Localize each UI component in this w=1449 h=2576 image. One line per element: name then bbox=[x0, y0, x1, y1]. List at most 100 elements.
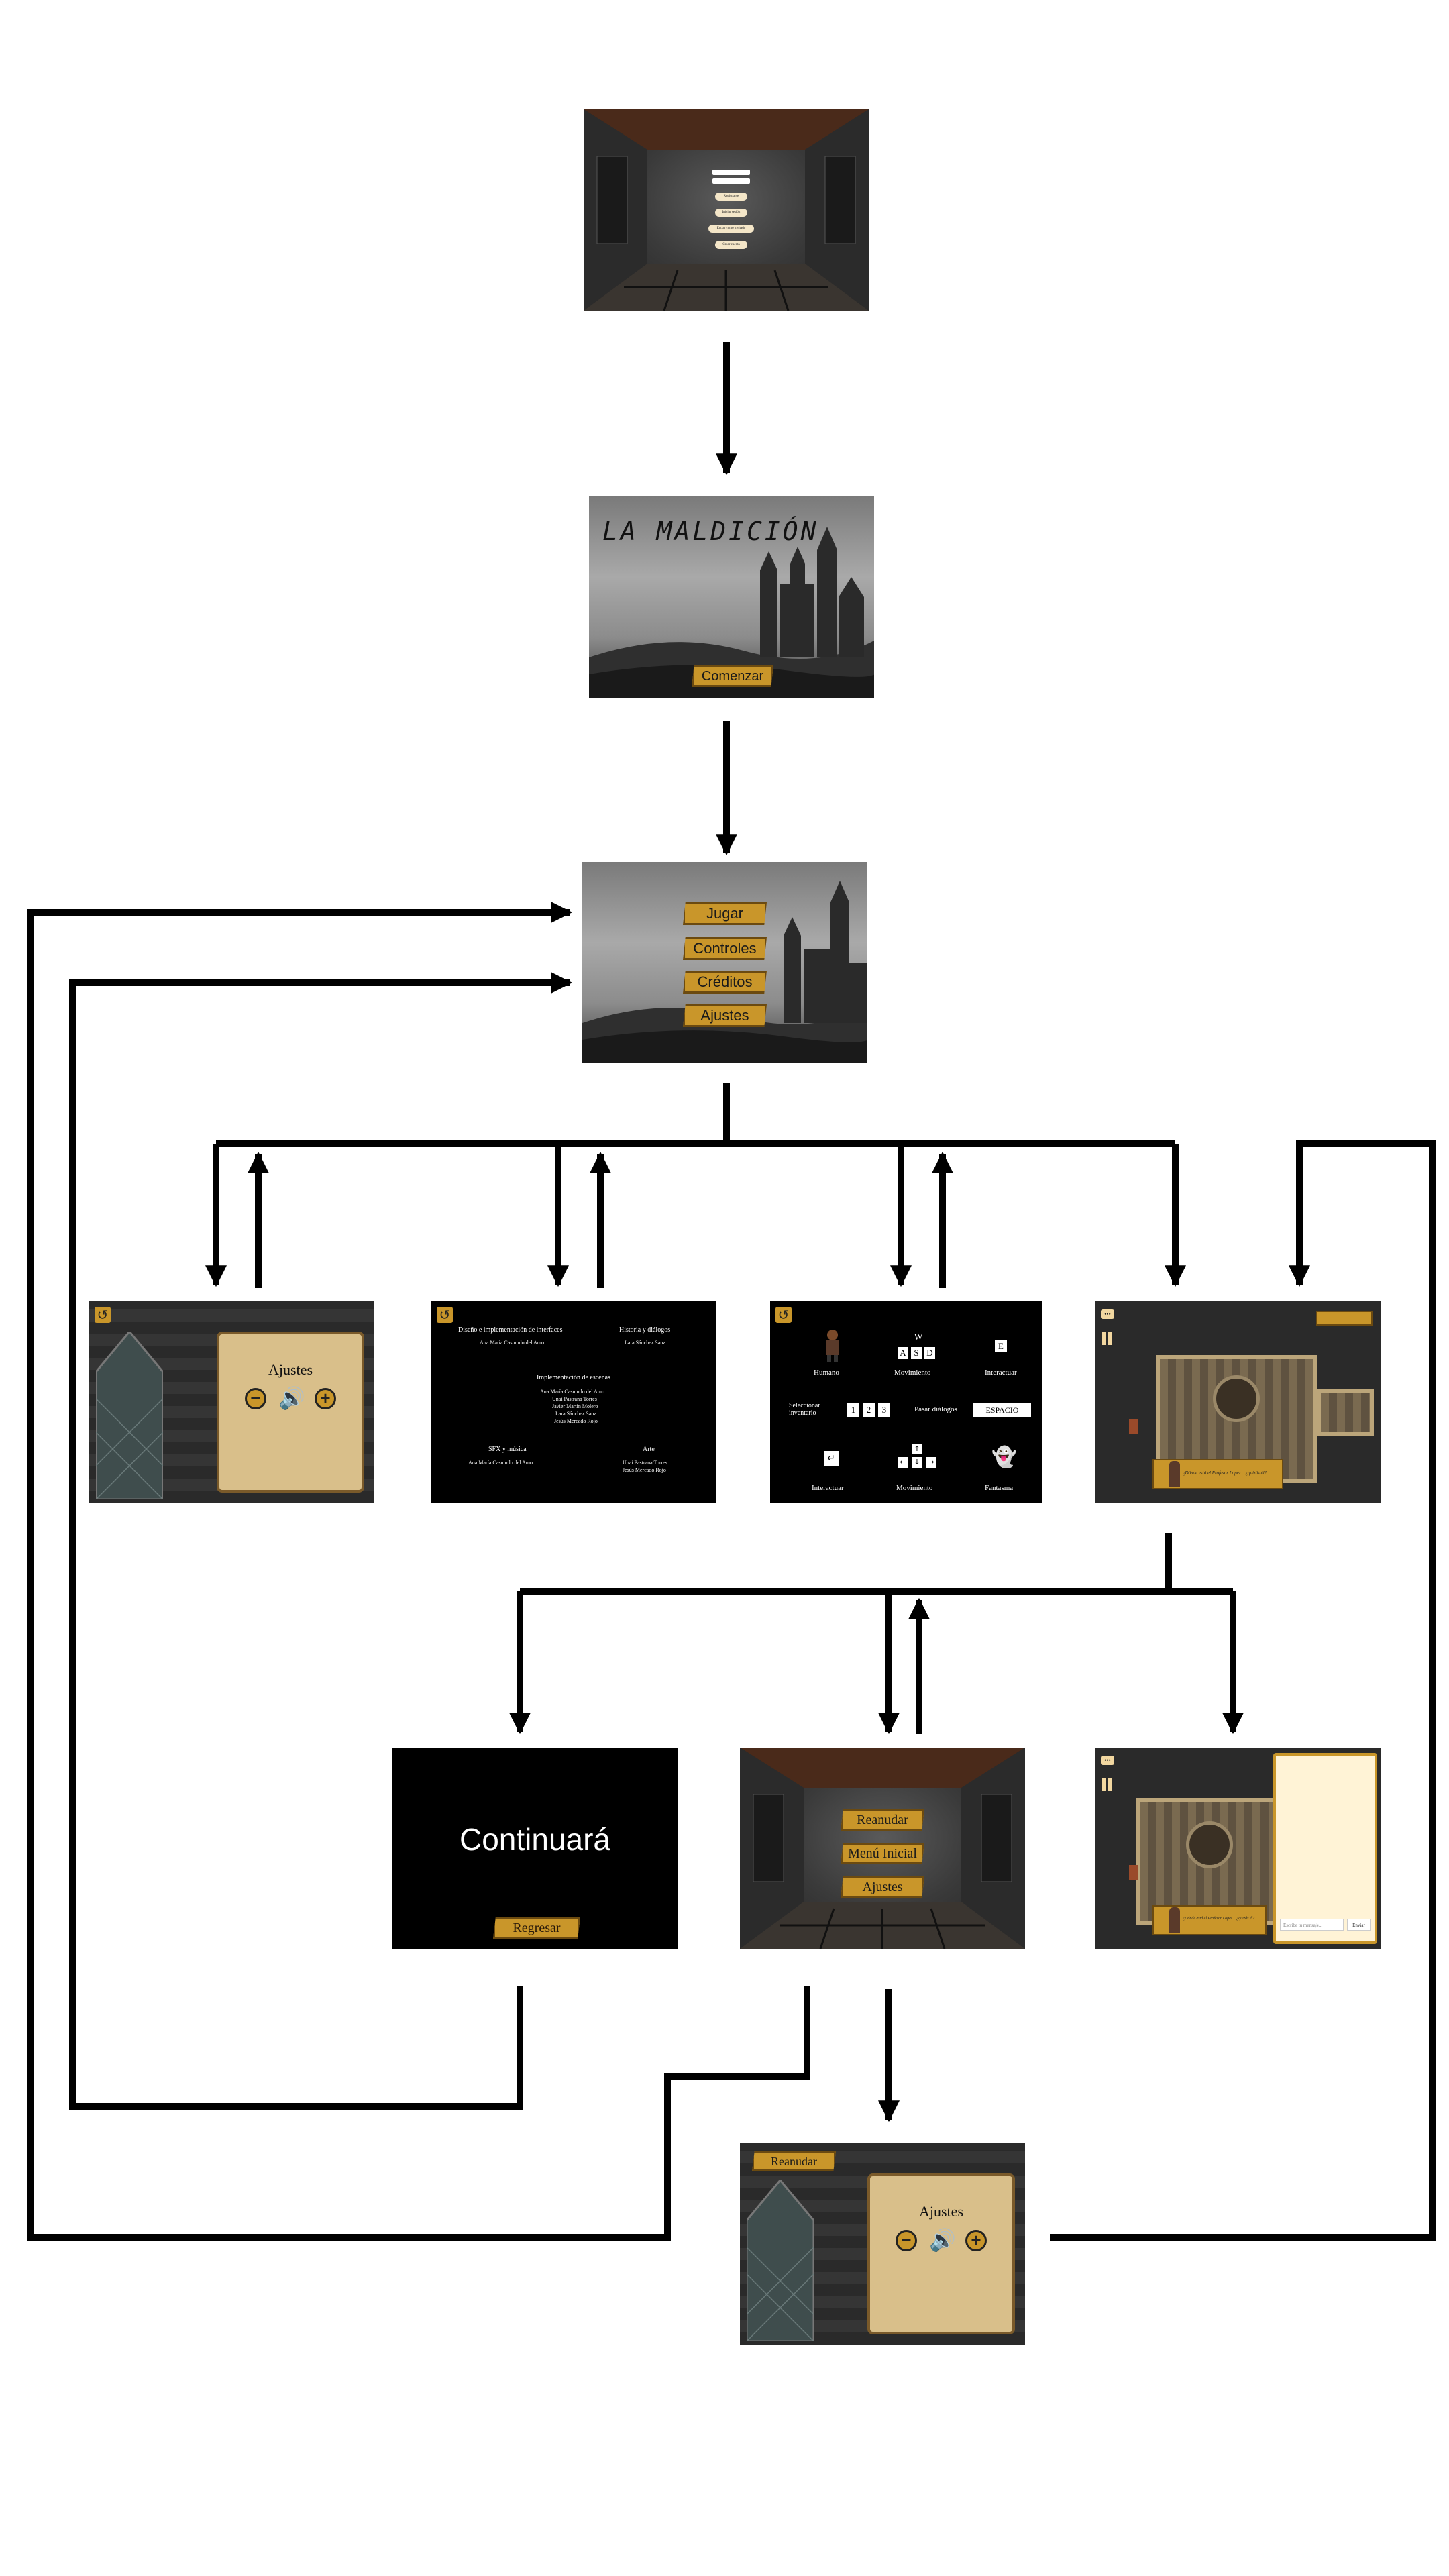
pause-icon[interactable] bbox=[1102, 1778, 1112, 1791]
resume-button[interactable]: Reanudar bbox=[752, 2151, 836, 2171]
chat-input[interactable]: Escribe tu mensaje... bbox=[1280, 1919, 1344, 1931]
login-btn-register[interactable]: Registrarse bbox=[715, 193, 747, 201]
rose-window bbox=[1213, 1375, 1260, 1422]
volume-up-button[interactable]: + bbox=[315, 1388, 336, 1409]
login-btn-guest[interactable]: Entrar como invitado bbox=[708, 225, 754, 233]
human-character-icon bbox=[826, 1330, 839, 1362]
arrow-ending-to-menu bbox=[69, 971, 573, 2110]
title-screen: LA MALDICIÓN Comenzar bbox=[589, 496, 874, 698]
castle-art bbox=[582, 881, 867, 1063]
start-button[interactable]: Comenzar bbox=[692, 665, 773, 687]
chat-send-button[interactable]: Enviar bbox=[1347, 1919, 1371, 1931]
credits-heading: Historia y diálogos bbox=[619, 1326, 671, 1334]
back-icon[interactable]: ↺ bbox=[775, 1307, 792, 1323]
ghost-icon: 👻 bbox=[991, 1446, 1017, 1469]
back-icon[interactable]: ↺ bbox=[437, 1307, 453, 1323]
menu-btn-play[interactable]: Jugar bbox=[683, 902, 767, 925]
credits-name: Lara Sánchez Sanz bbox=[555, 1411, 596, 1417]
corridor-art bbox=[740, 1748, 1025, 1949]
player-character bbox=[1169, 1907, 1180, 1933]
arrow-pause-settings-to-game bbox=[1050, 1140, 1436, 2241]
login-username-field[interactable] bbox=[712, 170, 750, 175]
pause-menu-screen: Reanudar Menú Inicial Ajustes bbox=[740, 1748, 1025, 1949]
rose-window bbox=[1186, 1821, 1233, 1868]
credits-name: Jesús Mercado Rojo bbox=[623, 1467, 666, 1473]
back-to-menu-button[interactable]: Regresar bbox=[493, 1917, 580, 1939]
credits-heading: Implementación de escenas bbox=[537, 1374, 610, 1381]
credits-name: Ana María Casmudo del Amo bbox=[468, 1460, 533, 1466]
speaker-icon: 🔊 bbox=[278, 1385, 305, 1411]
ending-text: Continuará bbox=[459, 1822, 611, 1857]
key-2: 2 bbox=[863, 1403, 875, 1417]
player-character bbox=[1169, 1461, 1180, 1487]
door-left bbox=[1129, 1865, 1138, 1880]
pause-btn-main-menu[interactable]: Menú Inicial bbox=[841, 1843, 924, 1864]
settings-title: Ajustes bbox=[919, 2203, 963, 2220]
credits-heading: Arte bbox=[643, 1446, 655, 1453]
key-e: E bbox=[995, 1340, 1007, 1352]
login-screen: Registrarse Iniciar sesión Entrar como i… bbox=[584, 109, 869, 311]
dialog-text: ¿Dónde está el Profesor Lopez... ¿quizás… bbox=[1183, 1470, 1267, 1476]
credits-screen: ↺ Diseño e implementación de interfaces … bbox=[431, 1301, 716, 1503]
credits-name: Ana María Casmudo del Amo bbox=[480, 1340, 544, 1346]
pause-btn-resume[interactable]: Reanudar bbox=[841, 1809, 924, 1831]
credits-name: Jesús Mercado Rojo bbox=[554, 1418, 598, 1424]
label-movement: Movimiento bbox=[894, 1368, 931, 1377]
gameplay-screen: ••• ¿Dónde está el Profesor Lopez... ¿qu… bbox=[1095, 1301, 1381, 1503]
gameplay-chat-screen: ••• ¿Dónde está el Profesor Lopez... ¿qu… bbox=[1095, 1748, 1381, 1949]
volume-down-button[interactable]: − bbox=[896, 2230, 917, 2251]
login-password-field[interactable] bbox=[712, 178, 750, 184]
settings-panel: Ajustes − 🔊 + bbox=[867, 2174, 1015, 2334]
pause-settings-screen: Reanudar Ajustes − 🔊 + bbox=[740, 2143, 1025, 2345]
key-enter: ↵ bbox=[824, 1451, 839, 1466]
settings-title: Ajustes bbox=[268, 1361, 313, 1378]
door-left bbox=[1129, 1419, 1138, 1434]
pause-btn-settings[interactable]: Ajustes bbox=[841, 1876, 924, 1898]
pause-icon[interactable] bbox=[1102, 1332, 1112, 1345]
menu-btn-settings[interactable]: Ajustes bbox=[683, 1004, 767, 1027]
key-w: W bbox=[914, 1332, 923, 1342]
login-btn-login[interactable]: Iniciar sesión bbox=[715, 209, 747, 217]
arrow-pause-to-menu bbox=[27, 901, 810, 2241]
label-interact: Interactuar bbox=[985, 1368, 1017, 1377]
chat-icon[interactable]: ••• bbox=[1101, 1309, 1114, 1319]
key-a: A bbox=[898, 1347, 908, 1359]
credits-name: Javier Martín Molero bbox=[552, 1403, 598, 1409]
menu-btn-credits[interactable]: Créditos bbox=[683, 971, 767, 994]
credits-heading: SFX y música bbox=[488, 1446, 527, 1453]
credits-heading: Diseño e implementación de interfaces bbox=[458, 1326, 563, 1334]
key-s: S bbox=[911, 1347, 922, 1359]
key-up: ↑ bbox=[912, 1444, 922, 1454]
login-btn-create[interactable]: Crear cuenta bbox=[715, 241, 747, 249]
key-space: ESPACIO bbox=[973, 1403, 1031, 1417]
speaker-icon: 🔊 bbox=[929, 2227, 956, 2253]
volume-up-button[interactable]: + bbox=[965, 2230, 987, 2251]
credits-name: Ana María Casmudo del Amo bbox=[540, 1389, 604, 1395]
menu-bus bbox=[216, 1083, 1175, 1147]
credits-name: Unai Pastrana Torres bbox=[623, 1460, 667, 1466]
inventory-bar[interactable] bbox=[1316, 1311, 1373, 1326]
main-menu-screen: Jugar Controles Créditos Ajustes bbox=[582, 862, 867, 1063]
back-icon[interactable]: ↺ bbox=[95, 1307, 111, 1323]
chat-icon[interactable]: ••• bbox=[1101, 1756, 1114, 1765]
key-3: 3 bbox=[878, 1403, 890, 1417]
game-title: LA MALDICIÓN bbox=[602, 517, 819, 546]
window-art bbox=[747, 2180, 814, 2341]
volume-down-button[interactable]: − bbox=[245, 1388, 266, 1409]
game-bus bbox=[520, 1533, 1233, 1595]
label-movement-ghost: Movimiento bbox=[896, 1484, 933, 1492]
label-interact-ghost: Interactuar bbox=[812, 1484, 844, 1492]
corridor-art bbox=[584, 109, 869, 311]
controls-screen: ↺ Humano W A S D Movimiento E Interactua… bbox=[770, 1301, 1042, 1503]
credits-name: Unai Pastrana Torres bbox=[552, 1396, 597, 1402]
settings-panel: Ajustes − 🔊 + bbox=[217, 1332, 364, 1493]
key-d: D bbox=[924, 1347, 935, 1359]
key-right: → bbox=[926, 1457, 936, 1468]
label-human: Humano bbox=[814, 1368, 839, 1377]
key-left: ← bbox=[898, 1457, 908, 1468]
side-room bbox=[1317, 1389, 1374, 1436]
credits-name: Lara Sánchez Sanz bbox=[625, 1340, 665, 1346]
label-select-inventory: Seleccionar inventario bbox=[789, 1402, 820, 1417]
menu-btn-controls[interactable]: Controles bbox=[683, 937, 767, 960]
